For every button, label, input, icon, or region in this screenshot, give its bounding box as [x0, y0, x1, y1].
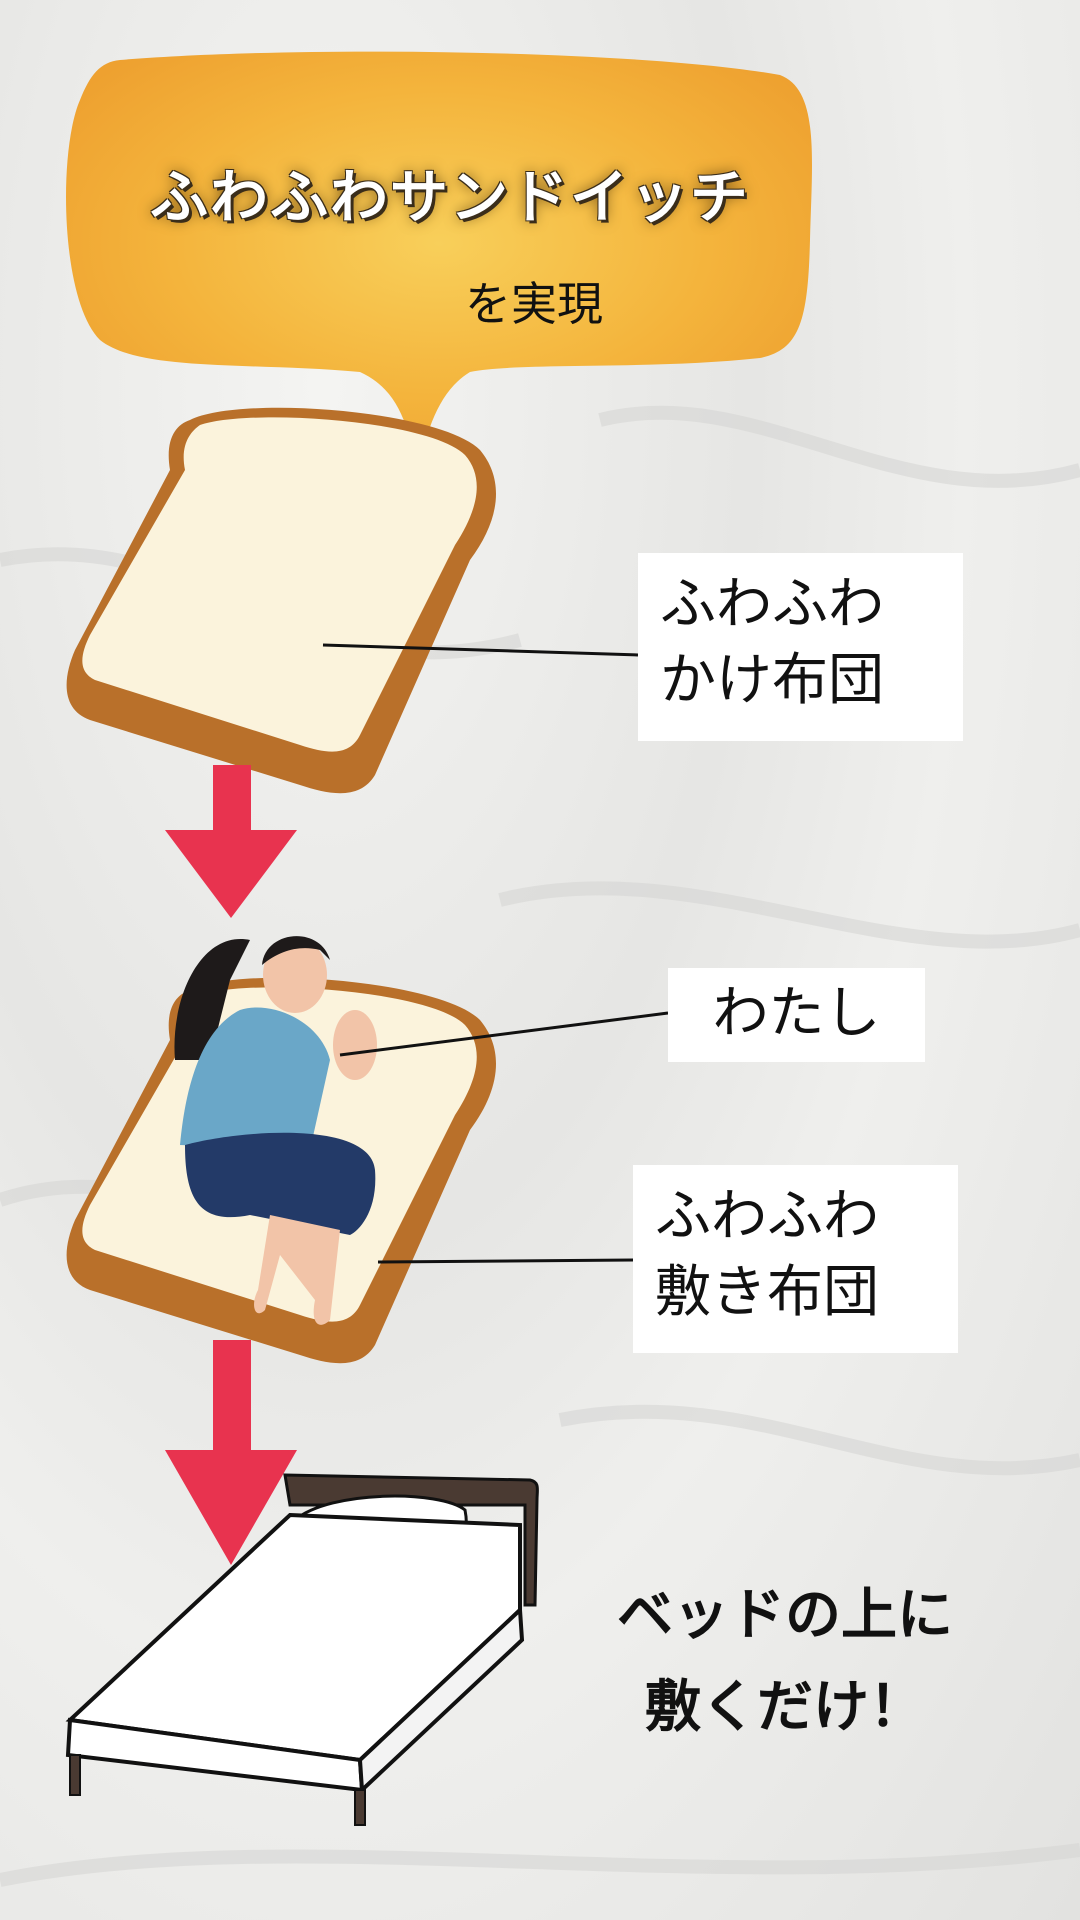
label-shikibuton-line1: ふわふわ	[655, 1184, 879, 1249]
arrow-down-2	[165, 1340, 297, 1565]
bed	[65, 1473, 539, 1826]
connector-line-middle	[339, 1011, 669, 1057]
label-kakebuton-line2: かけ布団	[660, 648, 884, 713]
bed-caption-line1: ベッドの上に	[617, 1583, 953, 1648]
label-shikibuton: ふわふわ 敷き布団	[633, 1165, 958, 1353]
label-shikibuton-line2: 敷き布団	[655, 1260, 879, 1325]
sleeping-woman	[174, 936, 377, 1325]
sheet-wrinkles	[0, 405, 1080, 1887]
bed-caption-line2: 敷くだけ！	[645, 1675, 925, 1740]
bubble-title: ふわふわサンドイッチ	[149, 163, 750, 231]
connector-line-top	[322, 643, 639, 657]
bread-slice-top	[66, 407, 497, 794]
arrow-down-1	[165, 765, 297, 918]
bubble-subtitle: を実現	[465, 277, 603, 331]
speech-bubble	[66, 51, 813, 478]
connector-line-bottom	[377, 1258, 634, 1264]
label-kakebuton-line1: ふわふわ	[660, 572, 884, 637]
label-watashi: わたし	[668, 968, 925, 1062]
bed-caption: ベッドの上に 敷くだけ！	[555, 1570, 1015, 1754]
label-kakebuton: ふわふわ かけ布団	[638, 553, 963, 741]
